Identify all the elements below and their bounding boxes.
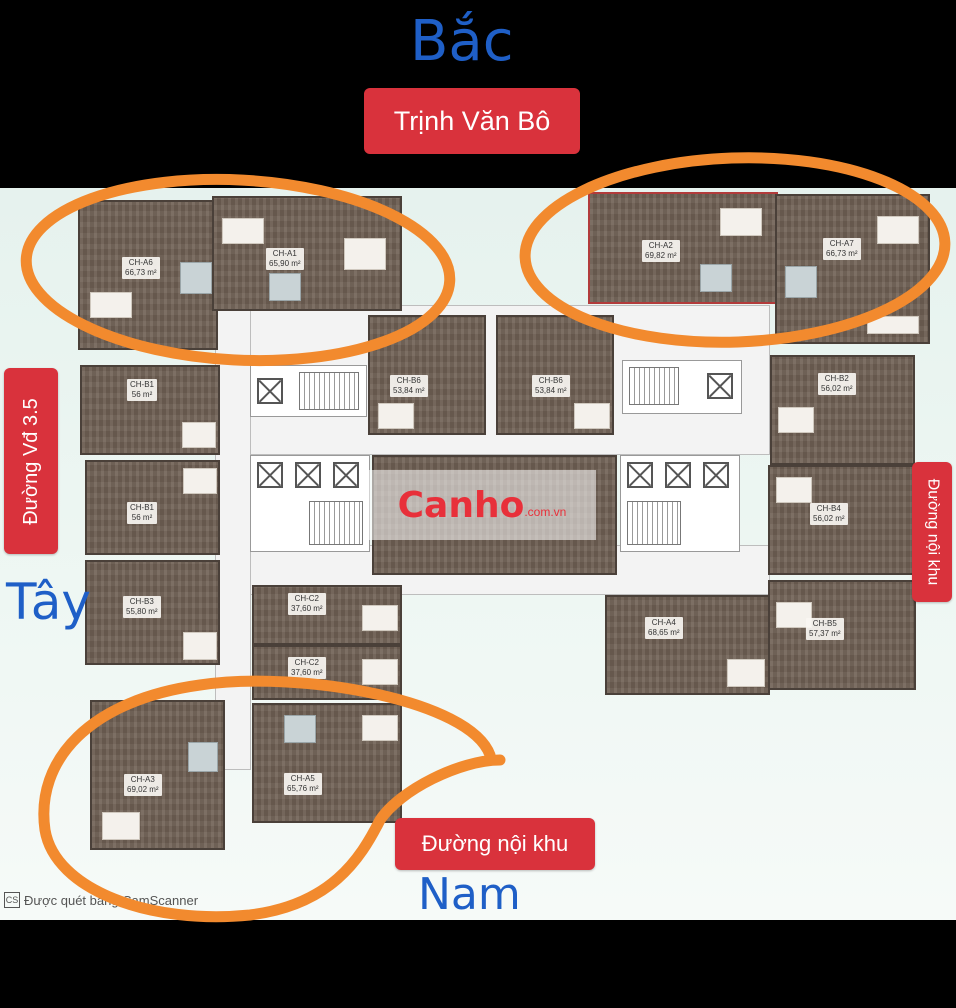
sofa-icon <box>867 316 919 334</box>
east-road-pill: Đường nội khu <box>912 462 952 602</box>
west-road-pill: Đường Vđ 3.5 <box>4 368 58 554</box>
lift-icon <box>257 462 283 488</box>
bath-icon <box>785 266 817 298</box>
lift-core-ne <box>622 360 742 414</box>
bath-icon <box>700 264 732 292</box>
bed-icon <box>183 632 217 660</box>
bed-icon <box>362 659 398 685</box>
watermark-brand: Canho <box>397 484 525 526</box>
lift-icon <box>703 462 729 488</box>
bed-icon <box>90 292 132 318</box>
stair-icon <box>299 372 359 410</box>
stair-icon <box>629 367 679 405</box>
bath-icon <box>180 262 212 294</box>
camscanner-icon: CS <box>4 892 20 908</box>
south-road-pill: Đường nội khu <box>395 818 595 870</box>
lift-core-west <box>250 455 370 552</box>
east-road-label: Đường nội khu <box>924 478 941 586</box>
lift-icon <box>627 462 653 488</box>
bed-icon <box>877 216 919 244</box>
bed-icon <box>183 468 217 494</box>
bath-icon <box>188 742 218 772</box>
lift-icon <box>665 462 691 488</box>
south-label: Nam <box>418 869 521 920</box>
bed-icon <box>222 218 264 244</box>
scanner-footer: CS Được quét bằng CamScanner <box>4 892 198 908</box>
lift-icon <box>295 462 321 488</box>
bed-icon <box>362 605 398 631</box>
bed-icon <box>182 422 216 448</box>
north-label: Bắc <box>410 9 514 74</box>
north-road-pill: Trịnh Văn Bô <box>364 88 580 154</box>
bed-icon <box>778 407 814 433</box>
bed-icon <box>720 208 762 236</box>
bed-icon <box>574 403 610 429</box>
south-road-label: Đường nội khu <box>421 831 569 856</box>
bed-icon <box>344 238 386 270</box>
bed-icon <box>362 715 398 741</box>
scanner-text: Được quét bằng CamScanner <box>24 892 199 908</box>
bed-icon <box>378 403 414 429</box>
bed-icon <box>102 812 140 840</box>
bed-icon <box>776 477 812 503</box>
north-road-label: Trịnh Văn Bô <box>393 105 551 136</box>
watermark-logo: Canho .com.vn <box>368 470 596 540</box>
lift-icon <box>707 373 733 399</box>
bed-icon <box>727 659 765 687</box>
lift-core-nw <box>250 365 367 417</box>
lift-icon <box>257 378 283 404</box>
bath-icon <box>284 715 316 743</box>
stair-icon <box>309 501 363 545</box>
lift-core-east <box>620 455 740 552</box>
west-road-label: Đường Vđ 3.5 <box>19 397 42 525</box>
west-label: Tây <box>6 573 91 631</box>
stair-icon <box>627 501 681 545</box>
lift-icon <box>333 462 359 488</box>
watermark-domain: .com.vn <box>524 505 567 519</box>
bath-icon <box>269 273 301 301</box>
